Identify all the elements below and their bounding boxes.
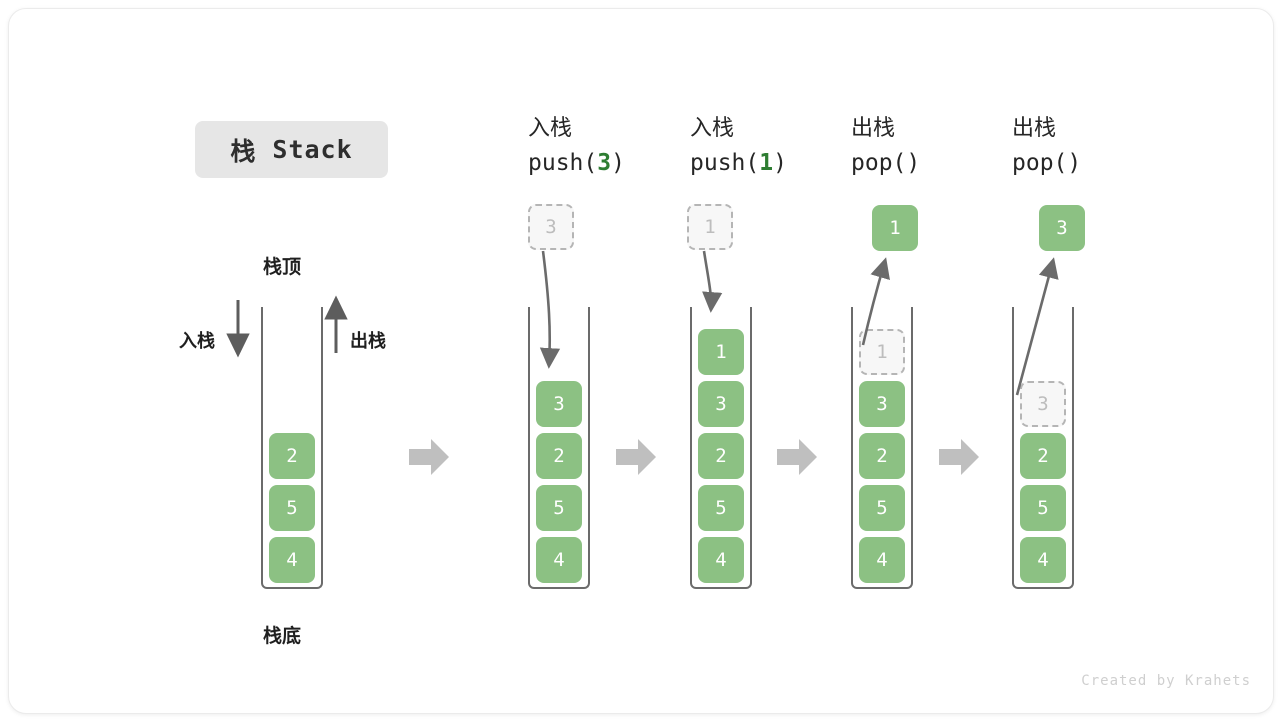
pop-side-label: 出栈: [350, 331, 386, 352]
stack-cell: 5: [698, 485, 744, 531]
op-label-code: pop(): [851, 147, 1001, 179]
stack-cell: 2: [698, 433, 744, 479]
op-label-code: pop(): [1012, 147, 1162, 179]
op-header-pop-1: 出栈 pop(): [851, 115, 1001, 179]
stack-cell-ghost: 3: [1020, 381, 1066, 427]
stack-cell: 4: [859, 537, 905, 583]
stack-cell: 2: [1020, 433, 1066, 479]
push-side-label: 入栈: [179, 331, 215, 352]
op-label-cjk: 出栈: [1012, 116, 1057, 141]
op-label-code: push(1): [690, 147, 840, 179]
stack-cell: 4: [536, 537, 582, 583]
op-code-pre: push(: [528, 150, 598, 176]
op-code-arg: 1: [759, 150, 774, 176]
stack-cell: 3: [536, 381, 582, 427]
incoming-cell-1: 1: [687, 204, 733, 250]
op-code-pre: pop(: [851, 150, 907, 176]
incoming-cell-value: 3: [545, 216, 557, 238]
stack-container-push-3: 3 2 5 4: [528, 307, 590, 589]
stack-cell: 5: [1020, 485, 1066, 531]
op-code-post: ): [1067, 150, 1082, 176]
op-label-cjk: 出栈: [851, 116, 896, 141]
outgoing-cell-value: 3: [1056, 217, 1068, 239]
op-code-post: ): [773, 150, 787, 176]
incoming-cell-3: 3: [528, 204, 574, 250]
stack-container-push-1: 1 3 2 5 4: [690, 307, 752, 589]
outgoing-cell-3: 3: [1039, 205, 1085, 251]
step-chevron-4: [937, 437, 981, 477]
stack-container-pop-1: 1 3 2 5 4: [851, 307, 913, 589]
stack-cell: 3: [859, 381, 905, 427]
incoming-cell-value: 1: [704, 216, 716, 238]
op-header-pop-3: 出栈 pop(): [1012, 115, 1162, 179]
step-chevron-2: [614, 437, 658, 477]
op-label-cjk: 入栈: [528, 116, 573, 141]
stack-cell: 4: [1020, 537, 1066, 583]
stack-cell: 2: [859, 433, 905, 479]
op-code-pre: pop(: [1012, 150, 1068, 176]
stack-cell: 5: [859, 485, 905, 531]
motion-arrow-push-1: [702, 250, 723, 313]
stack-cell: 1: [698, 329, 744, 375]
op-header-push-3: 入栈 push(3): [528, 115, 678, 179]
stack-cell: 2: [269, 433, 315, 479]
stack-bottom-label: 栈底: [263, 625, 302, 647]
stack-container-pop-3: 3 2 5 4: [1012, 307, 1074, 589]
watermark: Created by Krahets: [1081, 673, 1251, 689]
diagram-title: 栈 Stack: [195, 121, 388, 178]
stack-cell: 3: [698, 381, 744, 427]
diagram-title-cjk: 栈: [230, 136, 257, 166]
stack-cell-ghost: 1: [859, 329, 905, 375]
op-code-post: ): [906, 150, 921, 176]
op-label-cjk: 入栈: [690, 116, 735, 141]
diagram-title-en: Stack: [272, 135, 353, 164]
outgoing-cell-value: 1: [889, 217, 901, 239]
stack-cell: 5: [536, 485, 582, 531]
op-header-push-1: 入栈 push(1): [690, 115, 840, 179]
stack-cell: 2: [536, 433, 582, 479]
step-chevron-1: [407, 437, 451, 477]
stack-cell: 4: [698, 537, 744, 583]
op-label-code: push(3): [528, 147, 678, 179]
stack-container-initial: 2 5 4: [261, 307, 323, 589]
stack-cell: 5: [269, 485, 315, 531]
step-chevron-3: [775, 437, 819, 477]
op-code-post: ): [611, 150, 625, 176]
stack-cell: 4: [269, 537, 315, 583]
op-code-pre: push(: [690, 150, 760, 176]
stack-top-label: 栈顶: [263, 256, 302, 278]
outgoing-cell-1: 1: [872, 205, 918, 251]
op-code-arg: 3: [597, 150, 612, 176]
